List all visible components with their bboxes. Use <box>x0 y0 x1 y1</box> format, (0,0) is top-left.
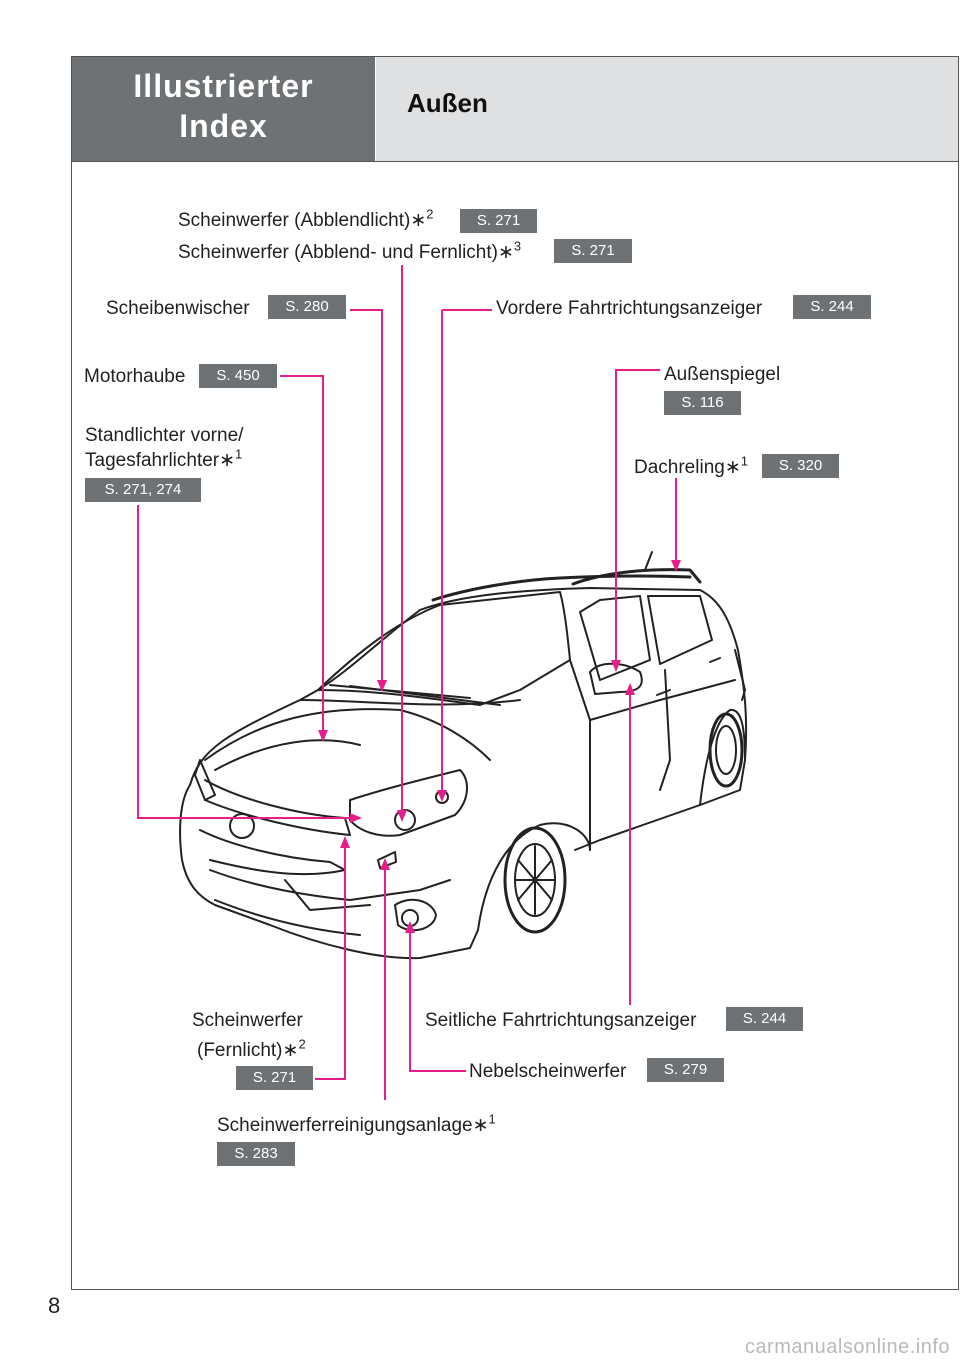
page-ref-motorhaube[interactable]: S. 450 <box>199 364 277 388</box>
page-ref-reinigung[interactable]: S. 283 <box>217 1142 295 1166</box>
label-abblend-fern: Scheinwerfer (Abblend- und Fernlicht)∗3 <box>178 238 522 263</box>
header-divider <box>72 161 958 162</box>
header-section-block <box>376 57 958 161</box>
label-blinker-vorne: Vordere Fahrtrichtungsanzeiger <box>496 298 763 319</box>
page-ref-fernlicht[interactable]: S. 271 <box>236 1066 313 1090</box>
label-fernlicht-line2: (Fernlicht)∗2 <box>197 1036 306 1061</box>
page-ref-dachreling[interactable]: S. 320 <box>762 454 839 478</box>
label-seitlich: Seitliche Fahrtrichtungsanzeiger <box>425 1010 697 1031</box>
label-abblendlicht: Scheinwerfer (Abblendlicht)∗2 <box>178 206 434 231</box>
label-reinigung: Scheinwerferreinigungsanlage∗1 <box>217 1111 496 1136</box>
page-frame <box>71 56 959 1290</box>
label-wischer: Scheibenwischer <box>106 298 250 319</box>
header-title-block <box>72 57 375 161</box>
label-standlicht-line1: Standlichter vorne/ <box>85 425 244 446</box>
page-ref-spiegel[interactable]: S. 116 <box>664 391 741 415</box>
label-standlicht-line2: Tagesfahrlichter∗1 <box>85 446 243 471</box>
page-ref-seitlich[interactable]: S. 244 <box>726 1007 803 1031</box>
label-dachreling: Dachreling∗1 <box>634 453 748 478</box>
label-fernlicht-line1: Scheinwerfer <box>192 1010 303 1031</box>
header-title-line1: Illustrierter <box>133 68 314 104</box>
label-spiegel: Außenspiegel <box>664 364 781 385</box>
label-motorhaube: Motorhaube <box>84 366 186 387</box>
page-ref-abblendlicht[interactable]: S. 271 <box>460 209 537 233</box>
watermark: carmanualsonline.info <box>744 1336 950 1358</box>
page-ref-blinker-vorne[interactable]: S. 244 <box>793 295 871 319</box>
section-title: Außen <box>407 88 488 118</box>
header-title: Illustrierter Index <box>72 66 375 146</box>
page-ref-nebel[interactable]: S. 279 <box>647 1058 724 1082</box>
label-nebel: Nebelscheinwerfer <box>469 1061 627 1082</box>
header-title-line2: Index <box>179 108 268 144</box>
page-number: 8 <box>48 1293 61 1318</box>
page-ref-wischer[interactable]: S. 280 <box>268 295 346 319</box>
page-ref-abblend-fern[interactable]: S. 271 <box>554 239 632 263</box>
page-ref-standlicht[interactable]: S. 271, 274 <box>85 478 201 502</box>
